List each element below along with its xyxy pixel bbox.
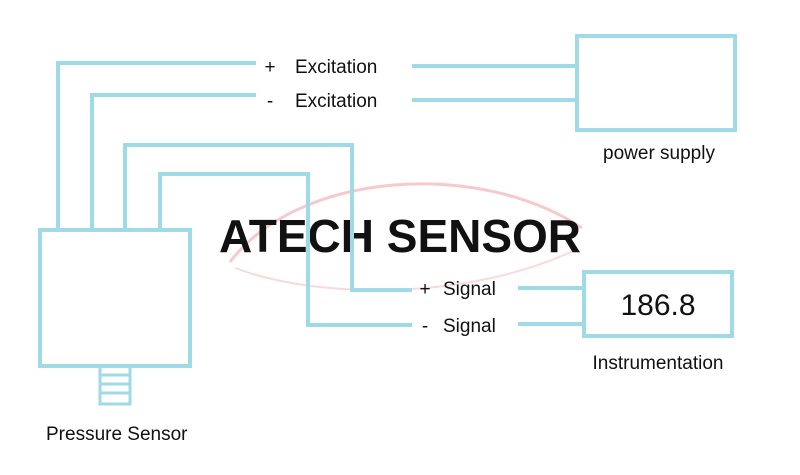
plus-excitation-sign: + [264,57,275,78]
wire-plus-excitation-left [56,61,256,230]
watermark: ATECH SENSOR [219,182,583,292]
instrumentation: 186.8 Instrumentation [582,270,734,374]
minus-signal-sign: - [422,316,428,337]
power-supply-box [575,34,737,132]
power-supply-label: power supply [603,143,715,164]
instrumentation-reading: 186.8 [620,289,695,322]
plus-signal-label: Signal [443,279,496,300]
minus-excitation-label: Excitation [295,91,377,112]
minus-excitation-sign: - [267,91,273,112]
wire-labels: + Excitation - Excitation + Signal - Sig… [264,57,495,337]
plus-excitation-label: Excitation [295,57,377,78]
pressure-sensor-box [38,228,192,368]
wire-plus-signal [123,143,412,292]
watermark-text: ATECH SENSOR [219,210,581,262]
sensor-threaded-port [98,364,132,406]
pressure-sensor-label: Pressure Sensor [46,424,188,445]
power-supply: power supply [575,34,737,164]
plus-signal-sign: + [419,279,430,300]
instrumentation-box [582,270,734,338]
wire-minus-signal [158,172,412,327]
minus-signal-label: Signal [443,316,496,337]
wire-minus-excitation-left [90,93,256,230]
pressure-sensor: Pressure Sensor [38,228,192,445]
instrumentation-label: Instrumentation [593,353,724,374]
watermark-arc [228,182,583,263]
